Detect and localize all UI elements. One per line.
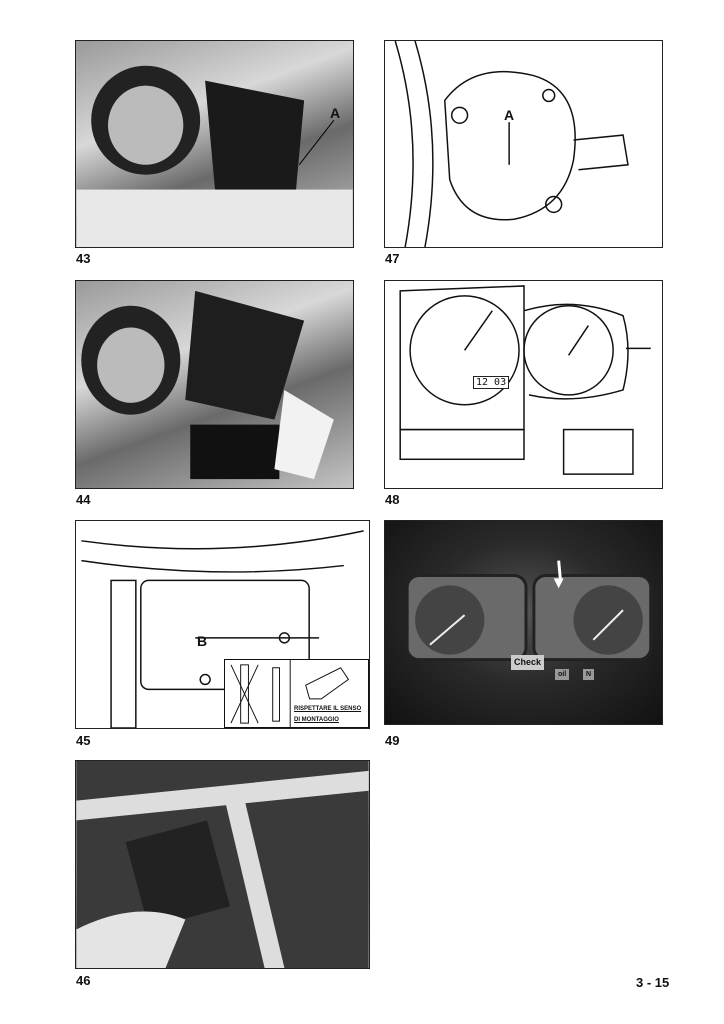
instrument-panel-drawing	[399, 285, 651, 475]
engine-cover-drawing	[394, 41, 629, 247]
airbox-illustration	[76, 65, 353, 247]
figure-49-photo: Check oil N	[384, 520, 663, 725]
dashboard-photo-illustration	[405, 560, 653, 662]
cdi-unit-drawing	[81, 530, 364, 728]
mounting-direction-inset: RISPETTARE IL SENSO DI MONTAGGIO	[224, 659, 369, 728]
mounting-direction-diagram	[230, 660, 350, 727]
figure-48-drawing: 12 03	[384, 280, 663, 489]
frame-cdi-illustration	[76, 761, 369, 968]
figure-number: 47	[385, 251, 400, 266]
callout-label: B	[197, 633, 208, 649]
figure-number: 48	[385, 492, 400, 507]
figure-46-photo	[75, 760, 370, 969]
figure-number: 46	[76, 973, 91, 988]
figure-47-drawing: A	[384, 40, 663, 248]
figure-45-drawing: B RISPETTARE IL SENSO DI MONTAGGIO	[75, 520, 370, 729]
figure-number: 44	[76, 492, 91, 507]
figure-number: 49	[385, 733, 400, 748]
neutral-indicator: N	[583, 669, 595, 680]
page-number: 3 - 15	[636, 975, 670, 990]
inset-caption-line-1: RISPETTARE IL SENSO	[294, 706, 362, 712]
clock-display: 12 03	[473, 376, 510, 389]
check-indicator: Check	[511, 655, 545, 670]
callout-label: A	[504, 107, 515, 123]
oil-indicator: oil	[555, 669, 570, 680]
inset-caption-line-2: DI MONTAGGIO	[294, 717, 339, 723]
figure-number: 43	[76, 251, 91, 266]
figure-44-photo	[75, 280, 354, 489]
figure-number: 45	[76, 733, 91, 748]
callout-label: A	[330, 105, 341, 121]
battery-access-illustration	[81, 290, 334, 480]
figure-43-photo: A	[75, 40, 354, 248]
